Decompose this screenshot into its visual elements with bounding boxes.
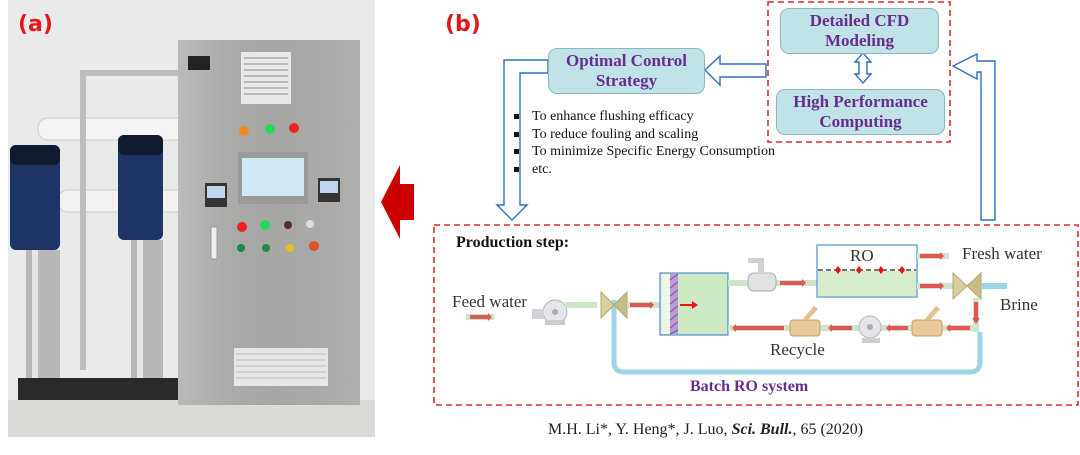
ro-label: RO (850, 246, 874, 265)
panel-b-label: (b) (445, 12, 481, 37)
cfd-modeling-box: Detailed CFD Modeling (780, 8, 939, 54)
hollow-left-arrow-icon (703, 54, 767, 87)
diagram-connectors (433, 1, 1079, 406)
hollow-down-arrow-icon (495, 59, 549, 221)
brine-valve-icon (952, 271, 982, 301)
production-step-title: Production step: (456, 234, 570, 251)
feed-water-label: Feed water (452, 292, 528, 311)
objective-item: To enhance flushing efficacy (510, 108, 775, 126)
simulation-dashed-frame (767, 1, 951, 143)
brine-label: Brine (1000, 295, 1038, 314)
panel-a-label: (a) (18, 12, 53, 37)
pump-left (10, 145, 60, 380)
citation: M.H. Li*, Y. Heng*, J. Luo, Sci. Bull., … (548, 421, 864, 438)
fresh-water-label: Fresh water (962, 244, 1042, 263)
feed-pump-icon (532, 299, 568, 325)
objective-item: To reduce fouling and scaling (510, 126, 775, 144)
control-cabinet (178, 40, 360, 405)
ball-valve-icon (747, 258, 777, 292)
equipment-photo (8, 0, 375, 437)
journal-name: Sci. Bull. (731, 421, 793, 438)
objective-item: etc. (510, 161, 775, 179)
high-performance-computing-box: High Performance Computing (776, 89, 945, 135)
recycle-pump-icon (858, 315, 882, 343)
double-arrow-icon (853, 51, 873, 85)
batch-ro-schematic (466, 244, 1007, 375)
optimal-control-strategy-box: Optimal Control Strategy (548, 48, 705, 94)
objectives-list: To enhance flushing efficacy To reduce f… (510, 108, 775, 178)
objective-item: To minimize Specific Energy Consumption (510, 143, 775, 161)
recycle-loop-pipe (611, 300, 983, 375)
production-dashed-frame (433, 224, 1079, 406)
valve-icon (600, 290, 628, 320)
recycle-label: Recycle (770, 340, 825, 359)
red-left-arrow-icon (381, 165, 414, 239)
strainer-icon-left (789, 306, 821, 337)
pump-right (118, 135, 163, 380)
hollow-up-arrow-icon (951, 52, 996, 221)
pressure-tank (659, 272, 729, 336)
strainer-icon-right (911, 306, 943, 337)
batch-ro-system-label: Batch RO system (690, 378, 809, 395)
ro-module (816, 244, 918, 298)
